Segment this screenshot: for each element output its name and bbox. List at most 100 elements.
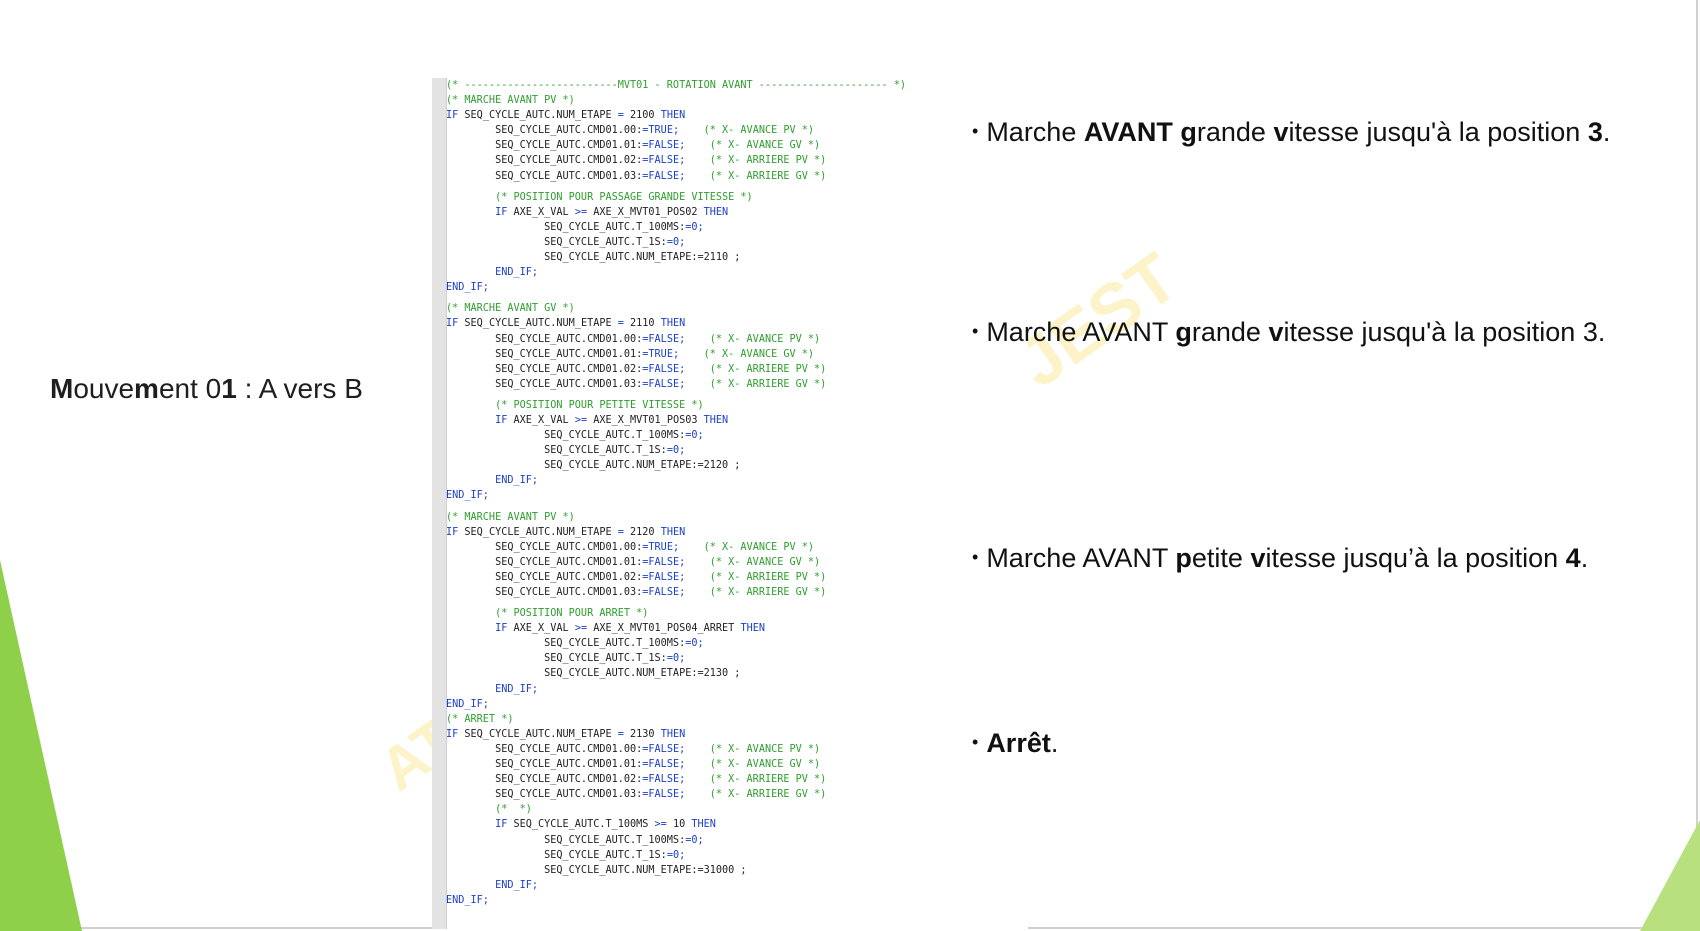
code-token: IF bbox=[446, 526, 459, 538]
bullet-dot: • bbox=[972, 547, 979, 567]
bullet-text: g bbox=[1175, 317, 1192, 347]
code-token: =FALSE; bbox=[642, 170, 686, 182]
code-line: SEQ_CYCLE_AUTC.T_1S:=0; bbox=[446, 443, 906, 458]
code-token: END_IF; bbox=[446, 282, 489, 294]
code-line: SEQ_CYCLE_AUTC.NUM_ETAPE:=31000 ; bbox=[446, 863, 906, 878]
code-token: =FALSE; bbox=[642, 140, 686, 152]
bullet-text: 4 bbox=[1565, 543, 1581, 573]
code-token: THEN bbox=[691, 819, 716, 831]
bullet-text: itesse jusqu'à la position 3. bbox=[1283, 317, 1606, 347]
bullet-text: Marche AVANT bbox=[986, 543, 1176, 573]
code-token: IF bbox=[446, 110, 459, 122]
bullet-dot: • bbox=[972, 121, 979, 141]
bullet-step-2130: •Arrêt. bbox=[972, 728, 1058, 759]
code-token: >= bbox=[574, 206, 588, 218]
code-line: END_IF; bbox=[446, 473, 906, 488]
code-token: =FALSE; bbox=[642, 378, 686, 390]
code-token: IF bbox=[446, 728, 459, 740]
code-token: =TRUE; bbox=[642, 541, 680, 553]
code-line: SEQ_CYCLE_AUTC.NUM_ETAPE:=2120 ; bbox=[446, 458, 906, 473]
code-line: SEQ_CYCLE_AUTC.CMD01.02:=FALSE; (* X- AR… bbox=[446, 153, 906, 168]
code-token: END_IF; bbox=[446, 475, 539, 487]
code-token: = bbox=[617, 526, 624, 538]
code-screenshot: (* -------------------------MVT01 - ROTA… bbox=[432, 78, 1028, 929]
code-token: SEQ_CYCLE_AUTC.CMD01.02: bbox=[446, 155, 643, 167]
code-line: (* MARCHE AVANT PV *) bbox=[446, 510, 906, 525]
code-line: END_IF; bbox=[446, 878, 906, 893]
code-token: =0; bbox=[666, 849, 686, 861]
code-token: 2130 bbox=[623, 728, 661, 740]
code-token: IF bbox=[446, 819, 508, 831]
code-token: THEN bbox=[740, 623, 765, 635]
code-token: SEQ_CYCLE_AUTC.T_1S: bbox=[446, 236, 667, 248]
bullet-text: v bbox=[1250, 543, 1266, 573]
code-token: SEQ_CYCLE_AUTC.NUM_ETAPE bbox=[458, 110, 618, 122]
code-token: (* X- AVANCE PV *) bbox=[679, 541, 815, 553]
code-token: SEQ_CYCLE_AUTC.T_100MS: bbox=[446, 638, 686, 650]
code-line: (* POSITION POUR ARRET *) bbox=[446, 606, 906, 621]
code-token: SEQ_CYCLE_AUTC.CMD01.03: bbox=[446, 789, 643, 801]
bullet-step-2120: •Marche AVANT petite vitesse jusqu’à la … bbox=[972, 543, 1588, 574]
code-line: IF SEQ_CYCLE_AUTC.NUM_ETAPE = 2130 THEN bbox=[446, 727, 906, 742]
code-line: SEQ_CYCLE_AUTC.CMD01.01:=FALSE; (* X- AV… bbox=[446, 138, 906, 153]
code-line: (* -------------------------MVT01 - ROTA… bbox=[446, 78, 906, 93]
bullet-text: rande bbox=[1191, 317, 1269, 347]
code-token: SEQ_CYCLE_AUTC.CMD01.00: bbox=[446, 541, 643, 553]
code-token: END_IF; bbox=[446, 490, 489, 502]
code-token: (* MARCHE AVANT GV *) bbox=[446, 303, 575, 315]
code-line: SEQ_CYCLE_AUTC.CMD01.02:=FALSE; (* X- AR… bbox=[446, 362, 906, 377]
code-token: SEQ_CYCLE_AUTC.NUM_ETAPE: bbox=[446, 460, 698, 472]
code-token: AXE_X_MVT01_POS03 bbox=[587, 414, 704, 426]
code-line: SEQ_CYCLE_AUTC.CMD01.01:=FALSE; (* X- AV… bbox=[446, 555, 906, 570]
bullet-dot: • bbox=[972, 732, 979, 752]
code-line: SEQ_CYCLE_AUTC.CMD01.02:=FALSE; (* X- AR… bbox=[446, 772, 906, 787]
code-line: (* ARRET *) bbox=[446, 712, 906, 727]
title-part: ouve bbox=[73, 373, 135, 404]
code-line: IF SEQ_CYCLE_AUTC.NUM_ETAPE = 2120 THEN bbox=[446, 525, 906, 540]
code-token: SEQ_CYCLE_AUTC.CMD01.00: bbox=[446, 333, 643, 345]
code-line: SEQ_CYCLE_AUTC.CMD01.03:=FALSE; (* X- AR… bbox=[446, 169, 906, 184]
code-line: SEQ_CYCLE_AUTC.NUM_ETAPE:=2110 ; bbox=[446, 250, 906, 265]
code-token: (* X- ARRIERE PV *) bbox=[685, 155, 827, 167]
code-token: IF bbox=[446, 623, 508, 635]
bullet-text: Arrêt bbox=[986, 728, 1051, 758]
decorative-triangle-left bbox=[0, 560, 82, 931]
code-token: END_IF; bbox=[446, 698, 489, 710]
code-token: =0; bbox=[666, 236, 686, 248]
code-token: (* X- AVANCE GV *) bbox=[685, 556, 821, 568]
code-token: AXE_X_MVT01_POS02 bbox=[587, 206, 704, 218]
code-token: (* X- AVANCE GV *) bbox=[685, 140, 821, 152]
code-token: 10 bbox=[666, 819, 692, 831]
code-token: 2110 bbox=[623, 318, 661, 330]
code-token: (* ARRET *) bbox=[446, 713, 514, 725]
code-token: SEQ_CYCLE_AUTC.T_1S: bbox=[446, 849, 667, 861]
title-part: m bbox=[134, 373, 159, 404]
code-line: SEQ_CYCLE_AUTC.CMD01.00:=TRUE; (* X- AVA… bbox=[446, 540, 906, 555]
code-token: THEN bbox=[703, 206, 729, 218]
code-token: END_IF; bbox=[446, 683, 539, 695]
code-token: SEQ_CYCLE_AUTC.CMD01.02: bbox=[446, 363, 643, 375]
code-token: = bbox=[617, 728, 624, 740]
code-token: AXE_X_VAL bbox=[507, 414, 575, 426]
code-token: SEQ_CYCLE_AUTC.CMD01.00: bbox=[446, 125, 643, 137]
code-line: IF SEQ_CYCLE_AUTC.T_100MS >= 10 THEN bbox=[446, 817, 906, 832]
code-token: =FALSE; bbox=[642, 587, 686, 598]
code-line: SEQ_CYCLE_AUTC.CMD01.01:=FALSE; (* X- AV… bbox=[446, 757, 906, 772]
code-token: THEN bbox=[660, 728, 686, 740]
code-token: THEN bbox=[703, 414, 729, 426]
code-token: (* *) bbox=[446, 804, 532, 816]
code-line: IF SEQ_CYCLE_AUTC.NUM_ETAPE = 2100 THEN bbox=[446, 108, 906, 123]
code-token: END_IF; bbox=[446, 894, 489, 906]
bullet-text: Marche bbox=[986, 117, 1084, 147]
code-token: END_IF; bbox=[446, 879, 539, 891]
bullet-text: v bbox=[1268, 317, 1284, 347]
code-token: END_IF; bbox=[446, 267, 539, 279]
code-token: = bbox=[617, 318, 624, 330]
bullet-text: g bbox=[1180, 117, 1197, 147]
code-token: AXE_X_VAL bbox=[507, 206, 575, 218]
code-token: =FALSE; bbox=[642, 155, 686, 167]
code-line: (* POSITION POUR PASSAGE GRANDE VITESSE … bbox=[446, 190, 906, 205]
code-token: (* -------------------------MVT01 - ROTA… bbox=[446, 80, 907, 91]
bullet-dot: • bbox=[972, 321, 979, 341]
code-token: SEQ_CYCLE_AUTC.T_1S: bbox=[446, 653, 667, 665]
